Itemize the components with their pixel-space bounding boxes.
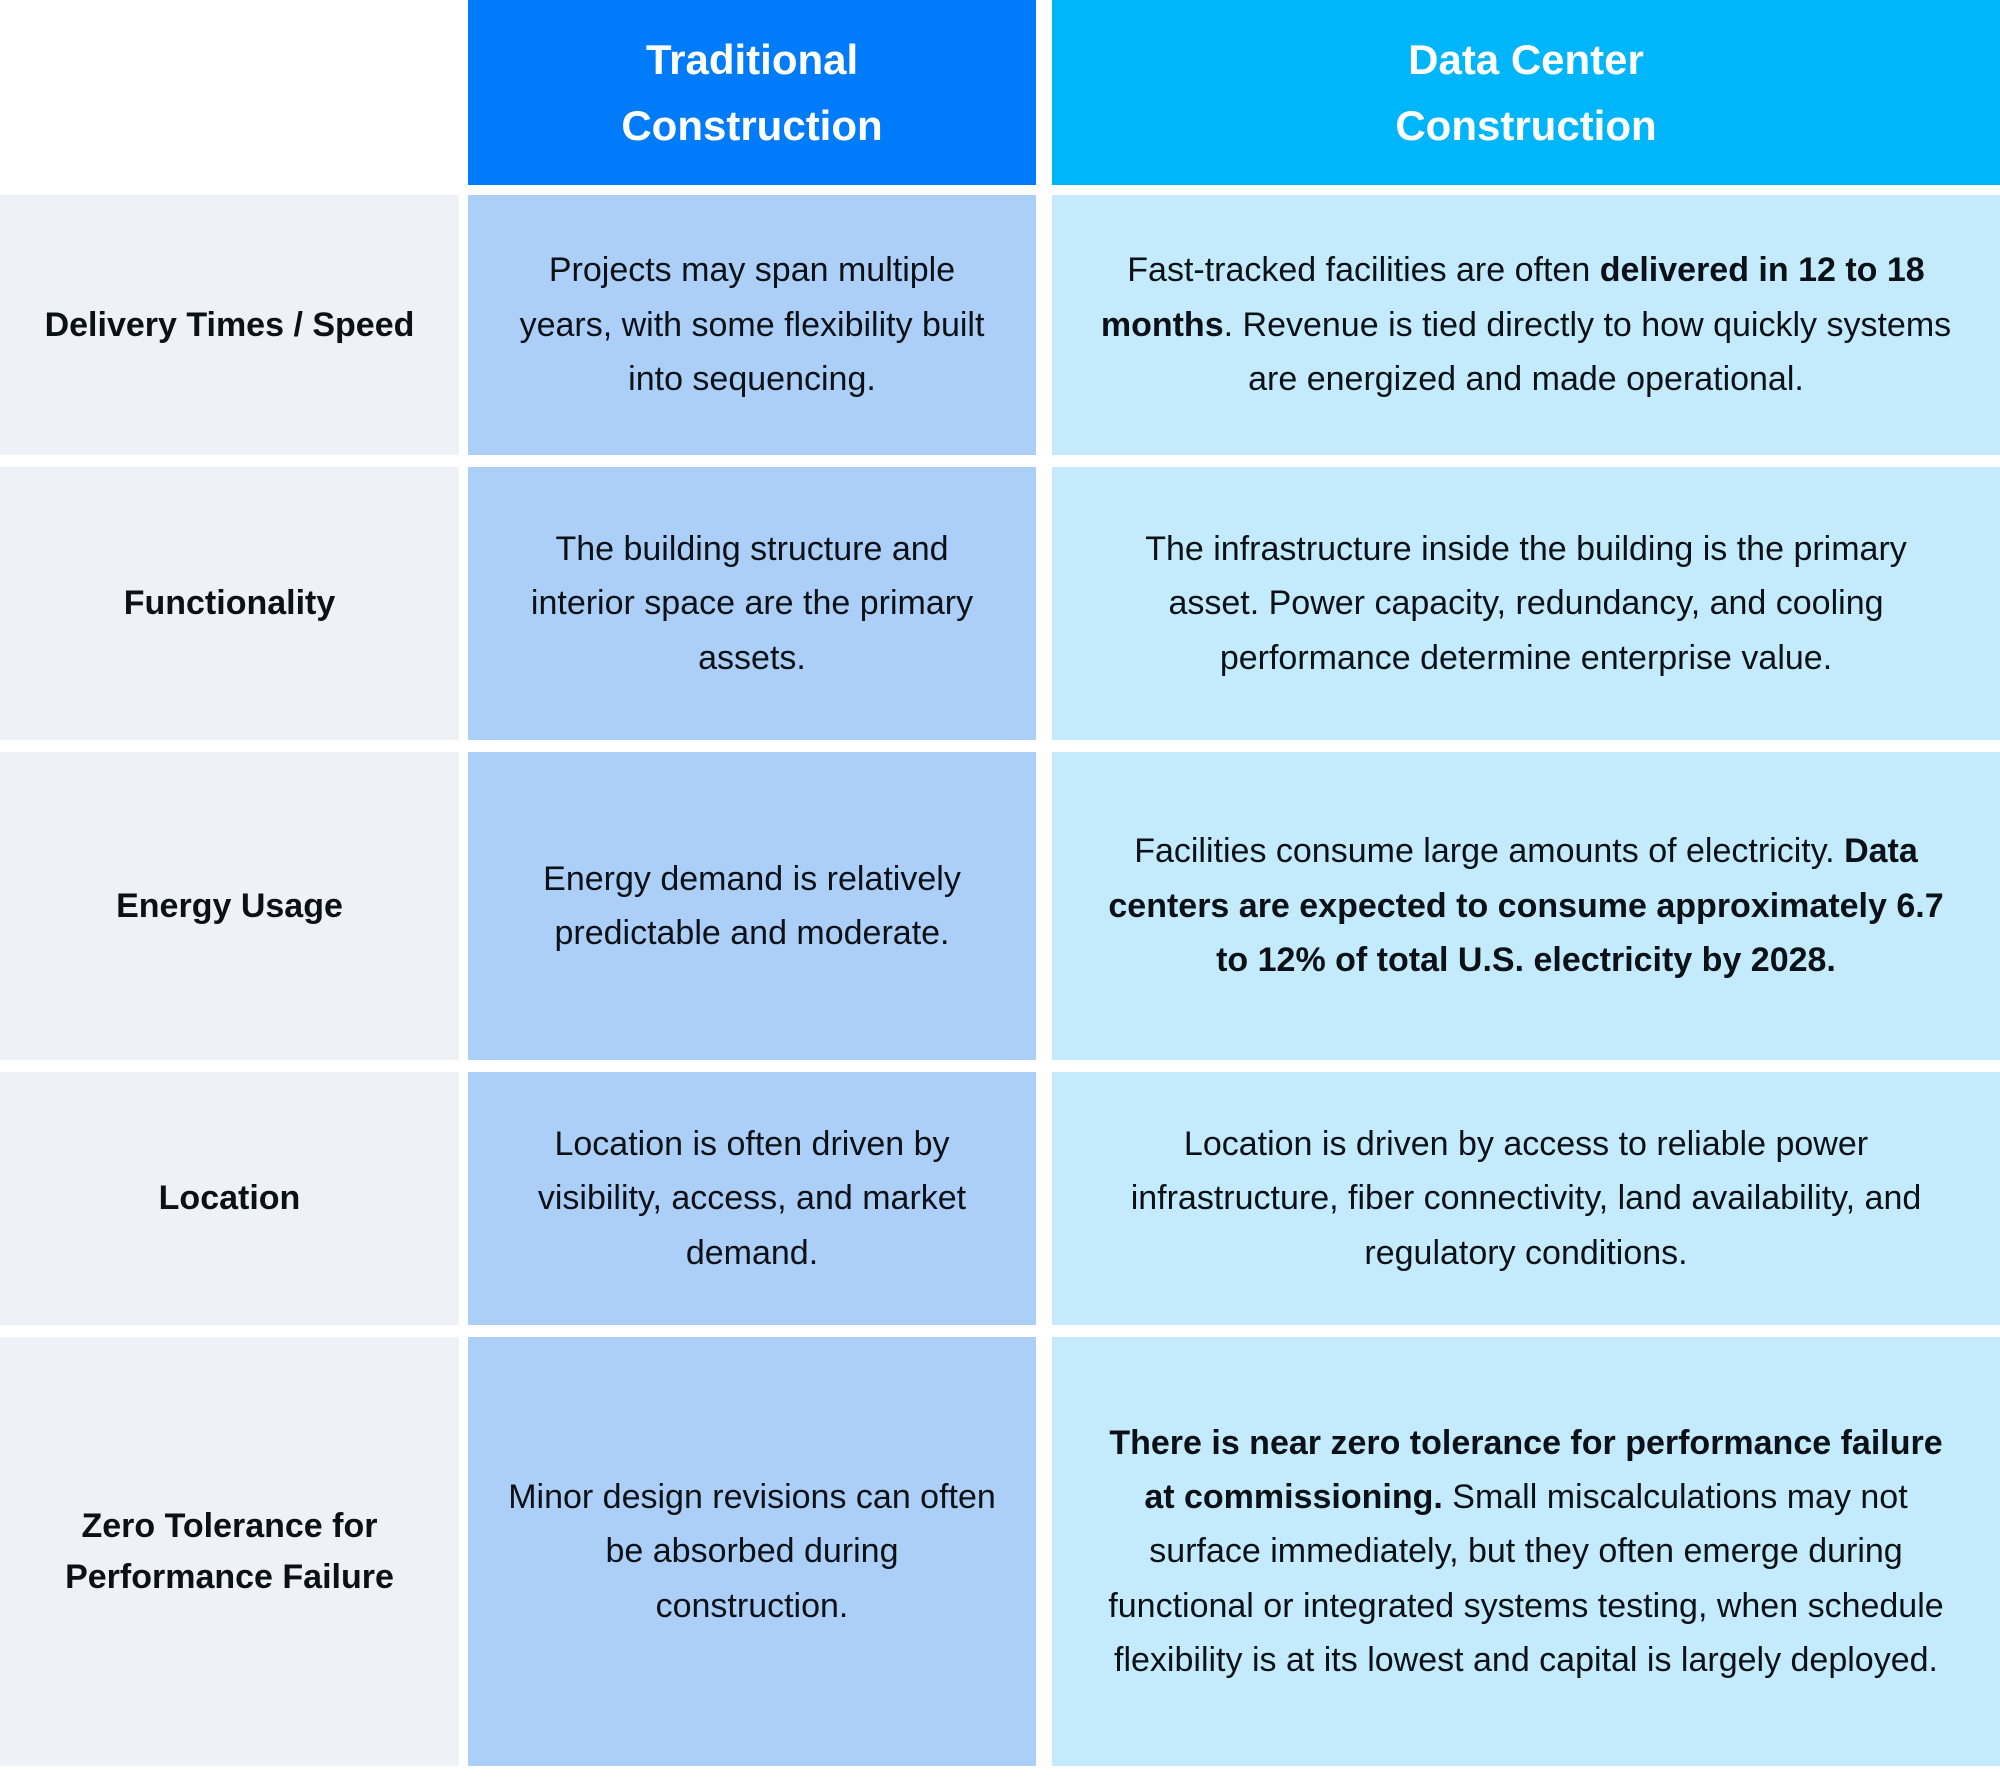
header-data-center-construction: Data Center Construction bbox=[1052, 0, 2000, 185]
datacenter-text: Facilities consume large amounts of elec… bbox=[1108, 832, 1944, 980]
row-functionality: Functionality The building structure and… bbox=[0, 467, 2000, 740]
header-line: Traditional bbox=[645, 36, 859, 84]
traditional-cell: Energy demand is relatively predictable … bbox=[468, 752, 1036, 1060]
header-traditional-construction: Traditional Construction bbox=[468, 0, 1036, 185]
datacenter-text: Location is driven by access to reliable… bbox=[1130, 1124, 1922, 1272]
datacenter-text: The infrastructure inside the building i… bbox=[1145, 529, 1907, 677]
row-label: Zero Tolerance for Performance Failure bbox=[0, 1337, 459, 1766]
datacenter-cell: Facilities consume large amounts of elec… bbox=[1052, 752, 2000, 1060]
traditional-cell: The building structure and interior spac… bbox=[468, 467, 1036, 740]
header-line: Construction bbox=[621, 101, 883, 149]
header-line: Data Center bbox=[1408, 36, 1644, 84]
datacenter-cell: The infrastructure inside the building i… bbox=[1052, 467, 2000, 740]
row-zero-tolerance: Zero Tolerance for Performance Failure M… bbox=[0, 1337, 2000, 1766]
row-location: Location Location is often driven by vis… bbox=[0, 1072, 2000, 1325]
row-label: Delivery Times / Speed bbox=[0, 195, 459, 455]
row-energy-usage: Energy Usage Energy demand is relatively… bbox=[0, 752, 2000, 1060]
datacenter-text: There is near zero tolerance for perform… bbox=[1108, 1423, 1944, 1680]
datacenter-cell: Location is driven by access to reliable… bbox=[1052, 1072, 2000, 1325]
traditional-cell: Projects may span multiple years, with s… bbox=[468, 195, 1036, 455]
datacenter-text: Fast-tracked facilities are often delive… bbox=[1100, 251, 1952, 399]
traditional-cell: Minor design revisions can often be abso… bbox=[468, 1337, 1036, 1766]
header-spacer-cell bbox=[0, 0, 459, 185]
row-label: Energy Usage bbox=[0, 752, 459, 1060]
datacenter-cell: Fast-tracked facilities are often delive… bbox=[1052, 195, 2000, 455]
row-label: Functionality bbox=[0, 467, 459, 740]
traditional-cell: Location is often driven by visibility, … bbox=[468, 1072, 1036, 1325]
header-line: Construction bbox=[1395, 101, 1657, 149]
row-label: Location bbox=[0, 1072, 459, 1325]
header-row: Traditional Construction Data Center Con… bbox=[0, 0, 2000, 185]
datacenter-cell: There is near zero tolerance for perform… bbox=[1052, 1337, 2000, 1766]
row-delivery-times: Delivery Times / Speed Projects may span… bbox=[0, 195, 2000, 455]
